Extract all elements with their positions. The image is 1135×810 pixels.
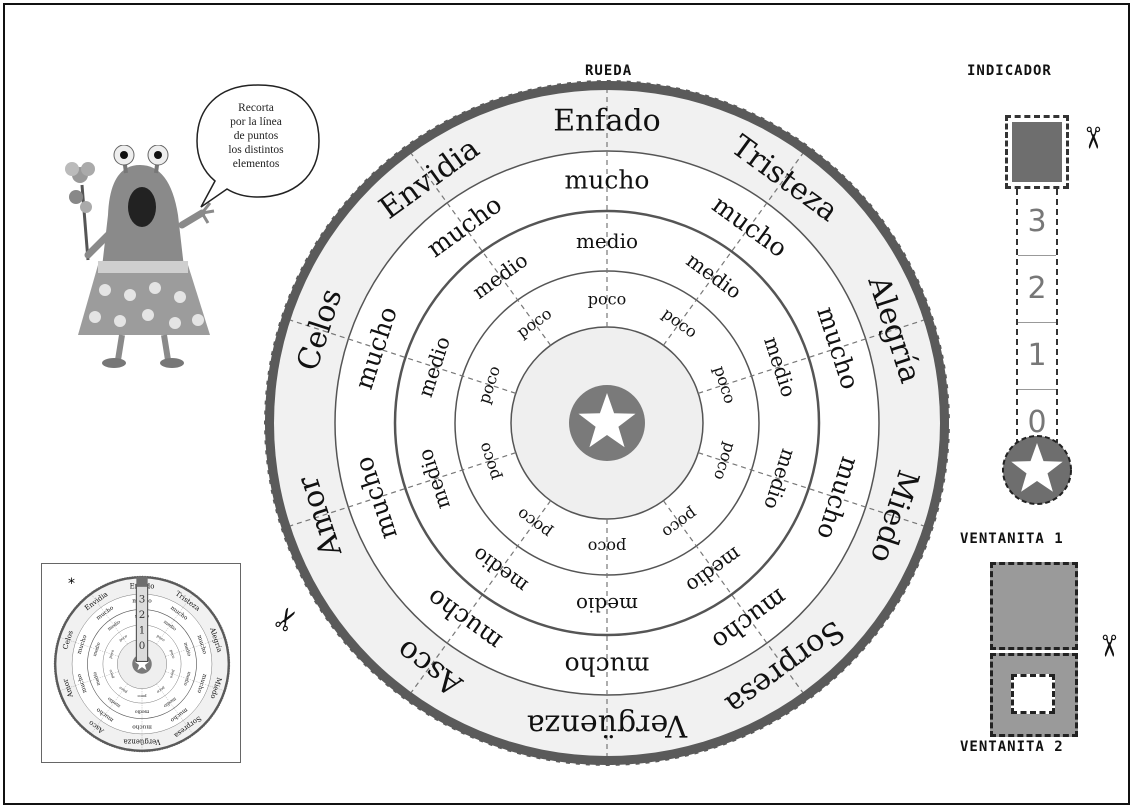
emotion-label: Vergüenza — [527, 708, 688, 743]
level-label-medio: medio — [135, 708, 150, 714]
level-label-mucho: mucho — [565, 652, 650, 681]
monster-illustration — [65, 145, 215, 368]
indicator-fill — [1012, 122, 1062, 182]
sector-divider — [156, 683, 193, 734]
sector-divider — [165, 637, 224, 657]
indicator-level: 0 — [1027, 405, 1047, 440]
indicator-track: 3 2 1 0 — [1016, 189, 1058, 455]
level-label-mucho: mucho — [196, 634, 208, 655]
level-label-poco: poco — [588, 290, 626, 309]
level-label-poco: poco — [108, 649, 115, 659]
star-shape — [134, 656, 150, 671]
window1-piece[interactable] — [990, 562, 1078, 650]
sector-divider — [290, 319, 516, 394]
sector-divider — [698, 319, 924, 394]
level-label-mucho: mucho — [77, 634, 89, 655]
sector-divider — [60, 637, 119, 657]
indicator-handle[interactable] — [1005, 115, 1069, 189]
level-label-poco: poco — [137, 694, 147, 698]
emotion-label: Vergüenza — [123, 738, 161, 746]
bubble-line: por la línea — [230, 116, 282, 128]
bubble-line: elementos — [232, 158, 280, 170]
window1-title: VENTANITA 1 — [960, 531, 1064, 547]
star-icon — [1002, 435, 1072, 505]
sector-divider — [662, 153, 804, 346]
scissors-icon: ✂ — [1074, 125, 1110, 151]
level-label-mucho: mucho — [77, 673, 89, 694]
wheel-cut-line — [53, 575, 231, 753]
bubble-line: los distintos — [228, 144, 284, 156]
indicator-strip[interactable]: 3 2 1 0 — [1002, 115, 1072, 505]
window2-hole — [1011, 674, 1055, 714]
sector-divider — [156, 594, 193, 645]
sector-divider — [662, 500, 804, 693]
scissors-icon: ✂ — [1090, 633, 1126, 659]
thumbnail-indicator-number: 3 — [139, 594, 146, 606]
level-label-poco: poco — [108, 668, 115, 678]
speech-bubble — [196, 84, 320, 208]
level-label-poco: poco — [118, 685, 128, 694]
sector-divider — [410, 153, 552, 346]
level-label-mucho: mucho — [132, 723, 152, 729]
sector-divider — [91, 683, 128, 734]
level-label-medio: medio — [182, 671, 192, 687]
sector-divider — [698, 452, 924, 527]
thumbnail-indicator-number: 0 — [139, 640, 146, 652]
level-label-poco: poco — [156, 634, 166, 643]
level-label-medio: medio — [92, 641, 102, 657]
sector-divider — [410, 500, 552, 693]
thumbnail-asterisk: * — [68, 576, 75, 592]
sector-divider — [290, 452, 516, 527]
wheel-cut-line — [263, 79, 951, 767]
thumbnail-indicator-number: 2 — [139, 609, 146, 621]
level-label-medio: medio — [92, 671, 102, 687]
wheel-title: RUEDA — [585, 63, 633, 79]
speech-bubble-text: Recorta por la línea de puntos los disti… — [213, 101, 299, 171]
bubble-line: de puntos — [233, 130, 279, 142]
level-label-poco: poco — [169, 669, 176, 679]
indicator-title: INDICADOR — [967, 63, 1052, 79]
level-label-poco: poco — [155, 686, 165, 695]
thumbnail-indicator-number: 1 — [139, 625, 146, 637]
level-label-medio: medio — [182, 642, 192, 658]
sector-divider — [165, 671, 224, 691]
level-label-poco: poco — [588, 538, 626, 557]
sector-divider — [91, 594, 128, 645]
sector-divider — [60, 671, 119, 691]
indicator-level: 1 — [1018, 323, 1056, 390]
star-shape — [578, 393, 636, 448]
thumbnail-indicator-handle — [136, 576, 148, 587]
level-label-medio: medio — [576, 229, 638, 253]
level-label-mucho: mucho — [565, 166, 650, 195]
level-label-medio: medio — [576, 593, 638, 617]
window2-title: VENTANITA 2 — [960, 739, 1064, 755]
indicator-level: 3 — [1018, 189, 1056, 256]
emotion-label: Enfado — [553, 104, 660, 139]
window2-piece[interactable] — [990, 653, 1078, 737]
level-label-poco: poco — [118, 634, 128, 643]
indicator-level: 2 — [1018, 256, 1056, 323]
bubble-line: Recorta — [238, 102, 274, 114]
level-label-poco: poco — [169, 649, 176, 659]
level-label-mucho: mucho — [195, 673, 207, 694]
page-frame: RUEDA INDICADOR VENTANITA 1 VENTANITA 2 — [3, 3, 1130, 805]
